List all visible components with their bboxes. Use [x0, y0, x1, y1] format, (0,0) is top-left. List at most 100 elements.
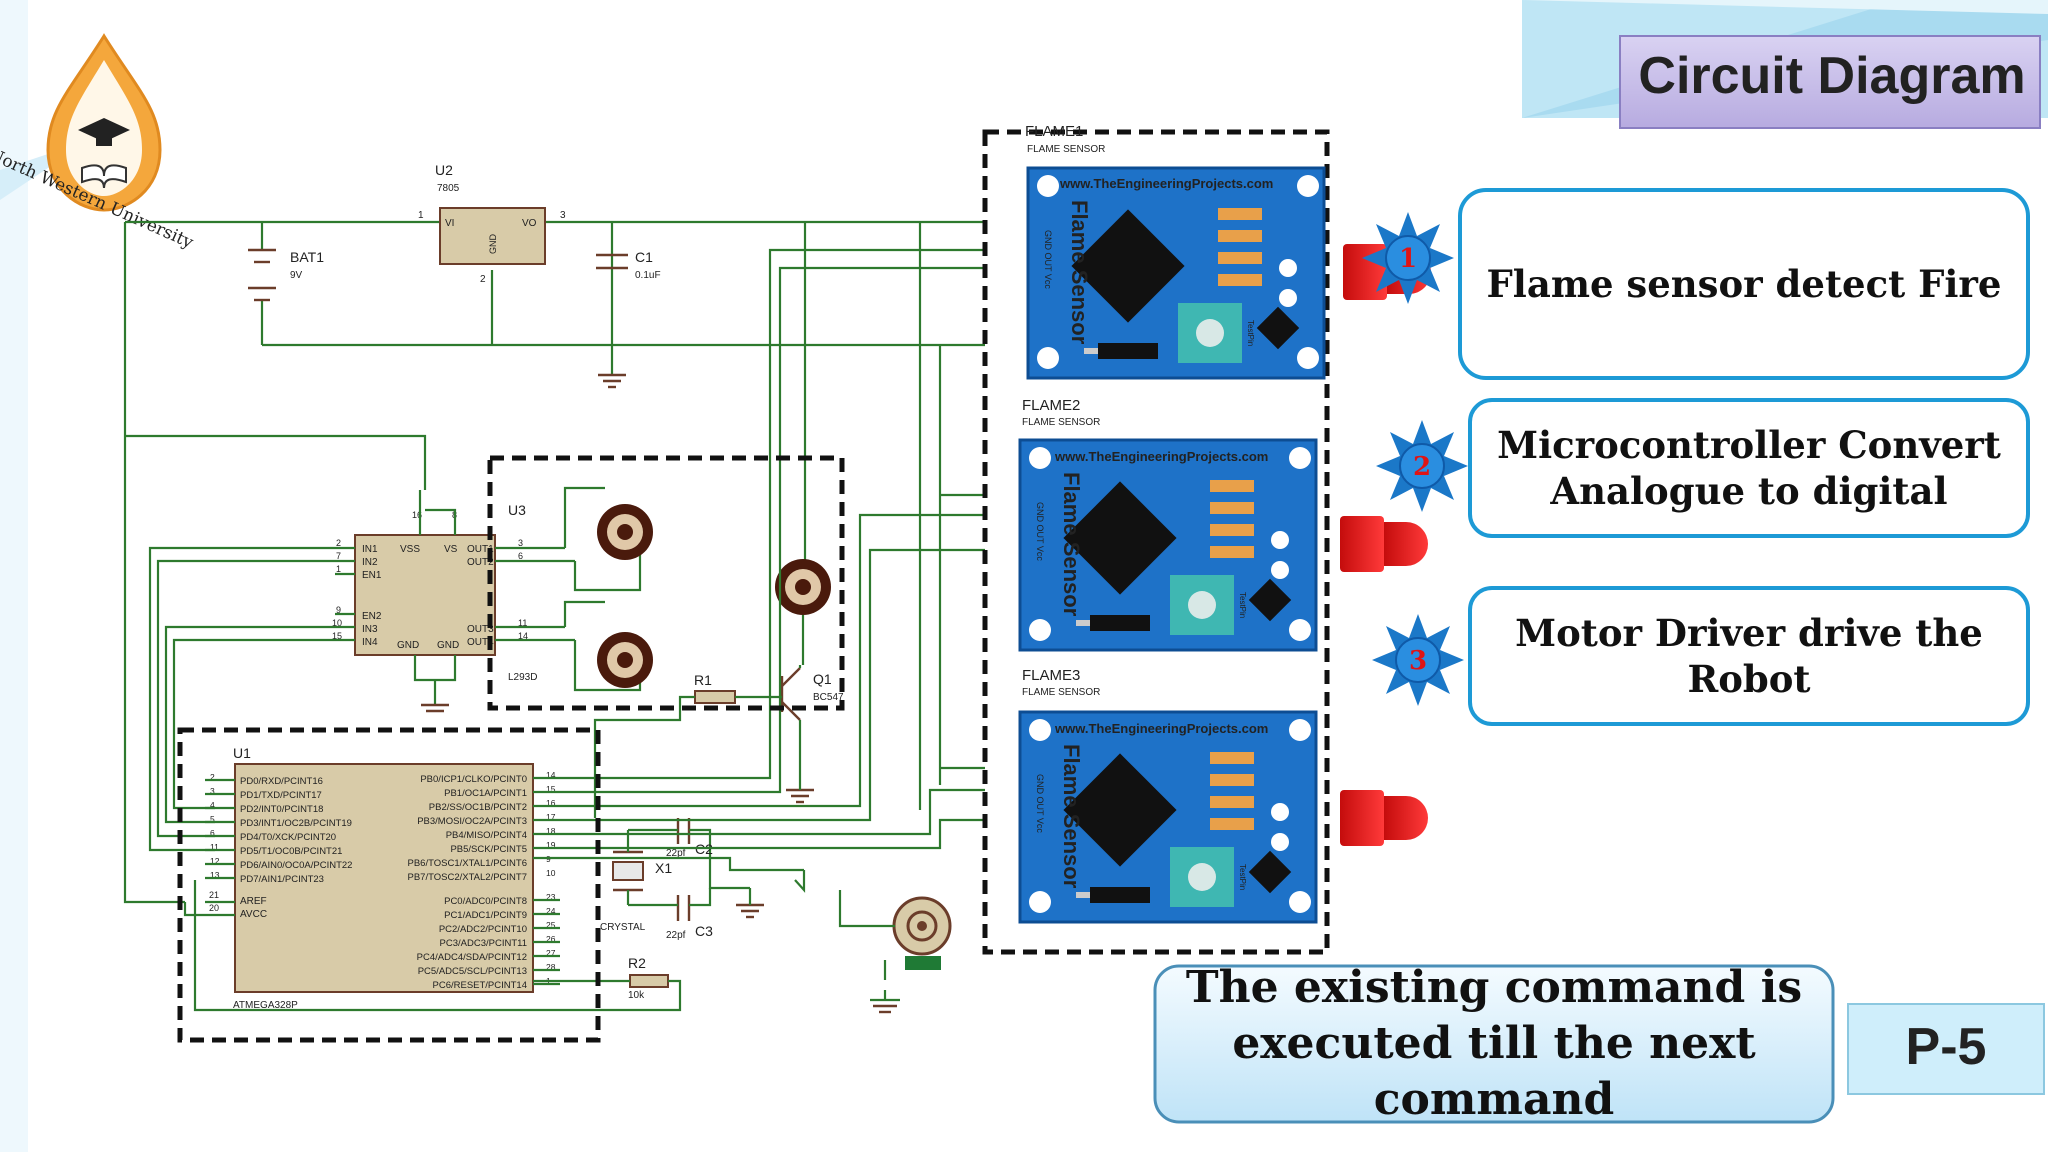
u3-num-6: 6 [518, 551, 523, 561]
u1-pin-avcc: AVCC [240, 909, 267, 920]
book-icon [81, 164, 127, 189]
resistor-r2: R2 10k [193, 880, 682, 1012]
page-title: Circuit Diagram [1638, 47, 2025, 105]
capacitor-c3: C3 22pf [628, 888, 764, 941]
u1-part: ATMEGA328P [233, 1000, 298, 1011]
q1-part: BC547 [813, 692, 844, 703]
u3-num-16: 16 [412, 510, 422, 520]
u2-pin3: 3 [560, 210, 566, 221]
c2-value: 22pf [666, 848, 686, 859]
u3-pin-en2: EN2 [362, 611, 382, 622]
r2-value: 10k [628, 990, 645, 1001]
u1-right-pin-label: PB4/MISO/PCINT4 [446, 830, 527, 841]
u1-left-pin-number: 5 [210, 814, 215, 824]
capacitor-c1: C1 0.1uF [596, 249, 661, 281]
u3-pin-in2: IN2 [362, 557, 378, 568]
c3-ref: C3 [695, 923, 713, 939]
buzzer [533, 856, 952, 1014]
x1-part: CRYSTAL [600, 922, 646, 933]
u1-left-pin-number: 2 [210, 772, 215, 782]
u1-left-pin-label: PD1/TXD/PCINT17 [240, 790, 322, 801]
regulator-u2: U2 7805 VI VO GND 1 3 2 [418, 162, 566, 285]
r2-ref: R2 [628, 955, 646, 971]
u1-right-pin-label: PC3/ADC3/PCINT11 [440, 938, 527, 949]
u1-left-pin-number: 4 [210, 800, 215, 810]
motor-3 [775, 559, 831, 665]
callout-text-2: Microcontroller Convert Analogue to digi… [1497, 423, 2001, 513]
u1-right-pin-number: 19 [546, 840, 556, 850]
flame1-pins: GND OUT Vcc [1043, 230, 1053, 289]
resistor-r1: R1 [593, 672, 782, 818]
u3-pin-out2: OUT2 [467, 557, 494, 568]
u2-pin-vi: VI [445, 218, 454, 229]
left-accent-band [0, 0, 90, 1152]
u3-pin-vs: VS [444, 544, 458, 555]
callout-box-3 [1468, 586, 2030, 726]
u1-right-pin-number: 16 [546, 798, 556, 808]
u1-right-pin-number: 18 [546, 826, 556, 836]
bottom-note-box [1153, 964, 1835, 1124]
star-badge-1: 1 [1361, 211, 1455, 305]
x1-ref: X1 [655, 860, 672, 876]
flame-sensor-3: FLAME3 FLAME SENSOR www.TheEngineeringPr… [1018, 667, 1318, 924]
u1-right-pin-label: PC1/ADC1/PCINT9 [444, 910, 527, 921]
callout-text-3: Motor Driver drive the Robot [1515, 611, 1983, 701]
flame3-pins: GND OUT Vcc [1035, 774, 1045, 833]
flame1-site: www.TheEngineeringProjects.com [1059, 176, 1273, 191]
crystal-x1: X1 CRYSTAL [600, 830, 672, 933]
u1-left-pin-number: 11 [210, 842, 219, 852]
u2-pin1: 1 [418, 210, 424, 221]
flame2-sub: FLAME SENSOR [1022, 417, 1100, 428]
u3-num-1: 1 [336, 564, 341, 574]
u1-pin-aref: AREF [240, 896, 267, 907]
motor-1 [563, 486, 653, 592]
u1-right-pin-label: PB0/ICP1/CLKO/PCINT0 [420, 774, 527, 785]
u3-pin-en1: EN1 [362, 570, 382, 581]
circuit-schematic: U2 7805 VI VO GND 1 3 2 BAT1 9V C1 0.1uF [123, 123, 1330, 1043]
q1-ref: Q1 [813, 671, 832, 687]
u3-pin-gnd-a: GND [397, 640, 419, 651]
u3-num-7: 7 [336, 551, 341, 561]
transistor-q1: Q1 BC547 [780, 665, 844, 804]
bat1-value: 9V [290, 270, 303, 281]
highlight-box-driver [487, 455, 845, 711]
star-badge-3: 3 [1371, 613, 1465, 707]
u1-right-pin-label: PB3/MOSI/OC2A/PCINT3 [417, 816, 527, 827]
u3-num-10: 10 [332, 618, 342, 628]
flame2-pins: GND OUT Vcc [1035, 502, 1045, 561]
capacitor-c2: C2 22pf [628, 818, 750, 890]
u3-num-2: 2 [336, 538, 341, 548]
u1-left-pin-label: PD2/INT0/PCINT18 [240, 804, 323, 815]
u1-right-pin-number: 25 [546, 920, 556, 930]
u1-right-pin-number: 26 [546, 934, 556, 944]
u2-ref: U2 [435, 162, 453, 178]
flame2-site: www.TheEngineeringProjects.com [1054, 449, 1268, 464]
u1-left-pin-label: PD6/AIN0/OC0A/PCINT22 [240, 860, 352, 871]
u1-right-pin-label: PC0/ADC0/PCINT8 [444, 896, 527, 907]
u1-right-pin-number: 24 [546, 906, 556, 916]
led-icon-3 [1340, 790, 1428, 846]
graduation-cap-icon [78, 118, 130, 146]
u1-left-pin-label: PD5/T1/OC0B/PCINT21 [240, 846, 342, 857]
u3-pin-vss: VSS [400, 544, 420, 555]
flame3-label: Flame Sensor [1059, 744, 1084, 889]
flame1-test: TestPin [1246, 320, 1255, 346]
u3-num-11: 11 [518, 618, 527, 628]
motor-2 [563, 600, 653, 692]
page-label-box [1847, 1003, 2045, 1095]
highlight-box-sensors [982, 129, 1330, 955]
u1-right-pin-number: 27 [546, 948, 556, 958]
r1-ref: R1 [694, 672, 712, 688]
badge-number-2: 2 [1413, 452, 1431, 482]
badge-number-1: 1 [1399, 244, 1417, 274]
u1-right-pin-label: PB2/SS/OC1B/PCINT2 [429, 802, 527, 813]
flame1-sub: FLAME SENSOR [1027, 144, 1105, 155]
u1-num-20: 20 [209, 903, 219, 913]
flame1-ref: FLAME1 [1025, 123, 1083, 140]
microcontroller-u1: U1 ATMEGA328P PD0/RXD/PCINT162PD1/TXD/PC… [183, 745, 560, 1011]
u1-right-pin-number: 15 [546, 784, 556, 794]
battery-bat1: BAT1 9V [248, 248, 324, 302]
u3-num-3: 3 [518, 538, 523, 548]
flame2-test: TestPin [1238, 592, 1247, 618]
